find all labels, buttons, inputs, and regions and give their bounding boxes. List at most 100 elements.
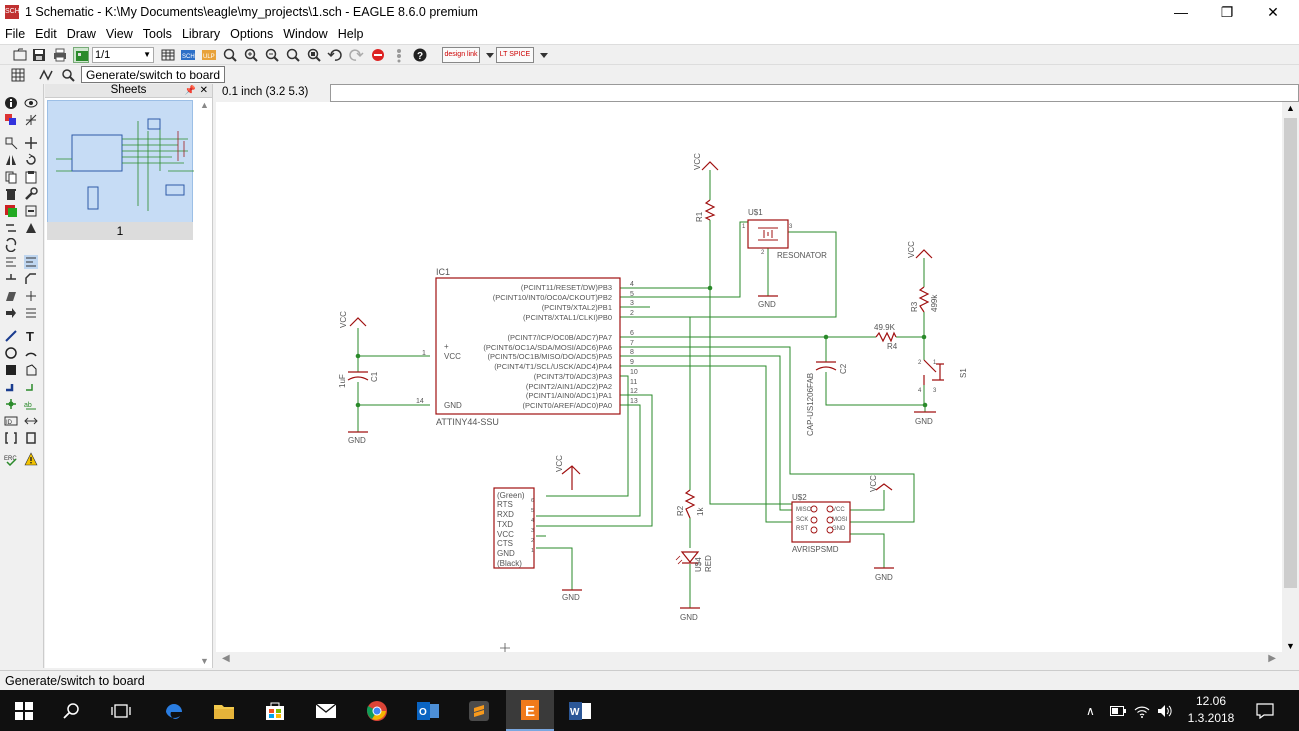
- value-icon[interactable]: [24, 255, 38, 269]
- menu-help[interactable]: Help: [337, 27, 364, 41]
- close-button[interactable]: ✕: [1267, 3, 1279, 20]
- add-part-icon[interactable]: [4, 204, 18, 218]
- help-icon[interactable]: ?: [412, 47, 428, 63]
- sheet-select[interactable]: 1/1▼: [92, 47, 154, 63]
- store-icon[interactable]: [251, 690, 299, 731]
- windows-start-icon[interactable]: [0, 690, 48, 731]
- scrollbar-thumb[interactable]: [1284, 118, 1297, 588]
- text-icon[interactable]: T: [24, 329, 38, 343]
- attribute-icon[interactable]: [24, 289, 38, 303]
- paste-icon[interactable]: [24, 170, 38, 184]
- gate-swap-icon[interactable]: [4, 221, 18, 235]
- scroll-right-icon[interactable]: ▶: [1268, 653, 1276, 664]
- scroll-left-icon[interactable]: ◀: [222, 653, 230, 664]
- designlink-dropdown-icon[interactable]: [482, 47, 494, 63]
- wifi-icon[interactable]: [1134, 690, 1150, 731]
- polygon-icon[interactable]: [24, 363, 38, 377]
- net-class-icon[interactable]: ID: [4, 414, 18, 428]
- pin-icon[interactable]: 📌: [184, 85, 196, 95]
- canvas-vertical-scrollbar[interactable]: ▲ ▼: [1282, 102, 1299, 652]
- scroll-down-icon[interactable]: ▼: [200, 656, 209, 666]
- schematic-canvas[interactable]: IC1 ATTINY44-SSU VCC + GND 1 14 (PCINT11…: [216, 102, 1282, 652]
- menu-view[interactable]: View: [105, 27, 133, 41]
- file-explorer-icon[interactable]: [200, 690, 248, 731]
- eagle-taskbar-icon[interactable]: E: [506, 690, 554, 731]
- miter-icon[interactable]: [24, 272, 38, 286]
- print-icon[interactable]: [52, 47, 68, 63]
- pin-swap-icon[interactable]: [4, 238, 18, 252]
- mark-icon[interactable]: [24, 113, 38, 127]
- zoom-out-icon[interactable]: [264, 47, 280, 63]
- minimize-button[interactable]: —: [1174, 4, 1188, 20]
- sheet-list-icon[interactable]: [160, 47, 176, 63]
- battery-icon[interactable]: [1110, 690, 1126, 731]
- notifications-icon[interactable]: [1256, 690, 1274, 731]
- display-layers-icon[interactable]: [4, 113, 18, 127]
- copy-icon[interactable]: [4, 170, 18, 184]
- zoom-select-icon[interactable]: [306, 47, 322, 63]
- search-icon[interactable]: [60, 67, 76, 83]
- show-icon[interactable]: [24, 96, 38, 110]
- label-icon[interactable]: ab: [24, 397, 38, 411]
- maximize-button[interactable]: ❐: [1220, 3, 1234, 20]
- sheet-thumbnail[interactable]: [47, 100, 194, 240]
- module-icon[interactable]: [24, 414, 38, 428]
- frame-icon[interactable]: [24, 431, 38, 445]
- save-icon[interactable]: [31, 47, 47, 63]
- open-icon[interactable]: [12, 47, 28, 63]
- show-hidden-icons-icon[interactable]: ∧: [1086, 703, 1095, 718]
- info-icon[interactable]: [4, 96, 18, 110]
- move-icon[interactable]: [4, 136, 18, 150]
- command-input[interactable]: [330, 84, 1299, 102]
- split-icon[interactable]: [4, 272, 18, 286]
- zoom-in-icon[interactable]: [243, 47, 259, 63]
- word-icon[interactable]: W: [556, 690, 604, 731]
- change-icon[interactable]: [24, 306, 38, 320]
- canvas-horizontal-scrollbar[interactable]: ◀ ▶: [216, 652, 1282, 668]
- ltspice-dropdown-icon[interactable]: [536, 47, 548, 63]
- volume-icon[interactable]: [1157, 690, 1173, 731]
- port-icon[interactable]: [4, 431, 18, 445]
- grid-icon[interactable]: [10, 67, 26, 83]
- ulp-icon[interactable]: ULP: [201, 47, 217, 63]
- menu-edit[interactable]: Edit: [35, 27, 57, 41]
- net-icon[interactable]: [24, 380, 38, 394]
- warning-icon[interactable]: [24, 452, 38, 466]
- ltspice-button[interactable]: LT SPICE: [496, 47, 534, 63]
- name-icon[interactable]: [4, 255, 18, 269]
- junction-icon[interactable]: [4, 397, 18, 411]
- undo-icon[interactable]: [327, 47, 343, 63]
- mirror-icon[interactable]: [4, 153, 18, 167]
- wire-bend-icon[interactable]: [38, 67, 54, 83]
- scroll-up-icon[interactable]: ▲: [200, 100, 209, 110]
- zoom-redraw-icon[interactable]: [285, 47, 301, 63]
- stop-icon[interactable]: [370, 47, 386, 63]
- sch-icon[interactable]: SCH: [180, 47, 196, 63]
- menu-window[interactable]: Window: [283, 27, 328, 41]
- line-icon[interactable]: [4, 329, 18, 343]
- smash-icon[interactable]: [24, 221, 38, 235]
- board-switch-icon[interactable]: [73, 47, 89, 63]
- chrome-icon[interactable]: [353, 690, 401, 731]
- scroll-down-icon[interactable]: ▼: [1286, 641, 1295, 651]
- sheets-scrollbar[interactable]: ▲ ▼: [196, 98, 212, 668]
- edge-icon[interactable]: [150, 690, 198, 731]
- menu-tools[interactable]: Tools: [142, 27, 172, 41]
- close-icon[interactable]: ✕: [199, 85, 208, 96]
- mail-icon[interactable]: [302, 690, 350, 731]
- zoom-fit-icon[interactable]: [222, 47, 238, 63]
- move-arrows-icon[interactable]: [24, 136, 38, 150]
- erc-icon[interactable]: ERC: [4, 452, 18, 466]
- rotate-icon[interactable]: [24, 153, 38, 167]
- redo-icon[interactable]: [348, 47, 364, 63]
- go-icon[interactable]: [391, 47, 407, 63]
- sublime-text-icon[interactable]: [455, 690, 503, 731]
- arc-icon[interactable]: [24, 346, 38, 360]
- menu-library[interactable]: Library: [181, 27, 221, 41]
- wrench-icon[interactable]: [24, 187, 38, 201]
- scroll-up-icon[interactable]: ▲: [1286, 103, 1295, 113]
- pinswap-arrow-icon[interactable]: [4, 306, 18, 320]
- bus-icon[interactable]: [4, 380, 18, 394]
- task-view-icon[interactable]: [97, 690, 145, 731]
- menu-file[interactable]: File: [5, 27, 26, 41]
